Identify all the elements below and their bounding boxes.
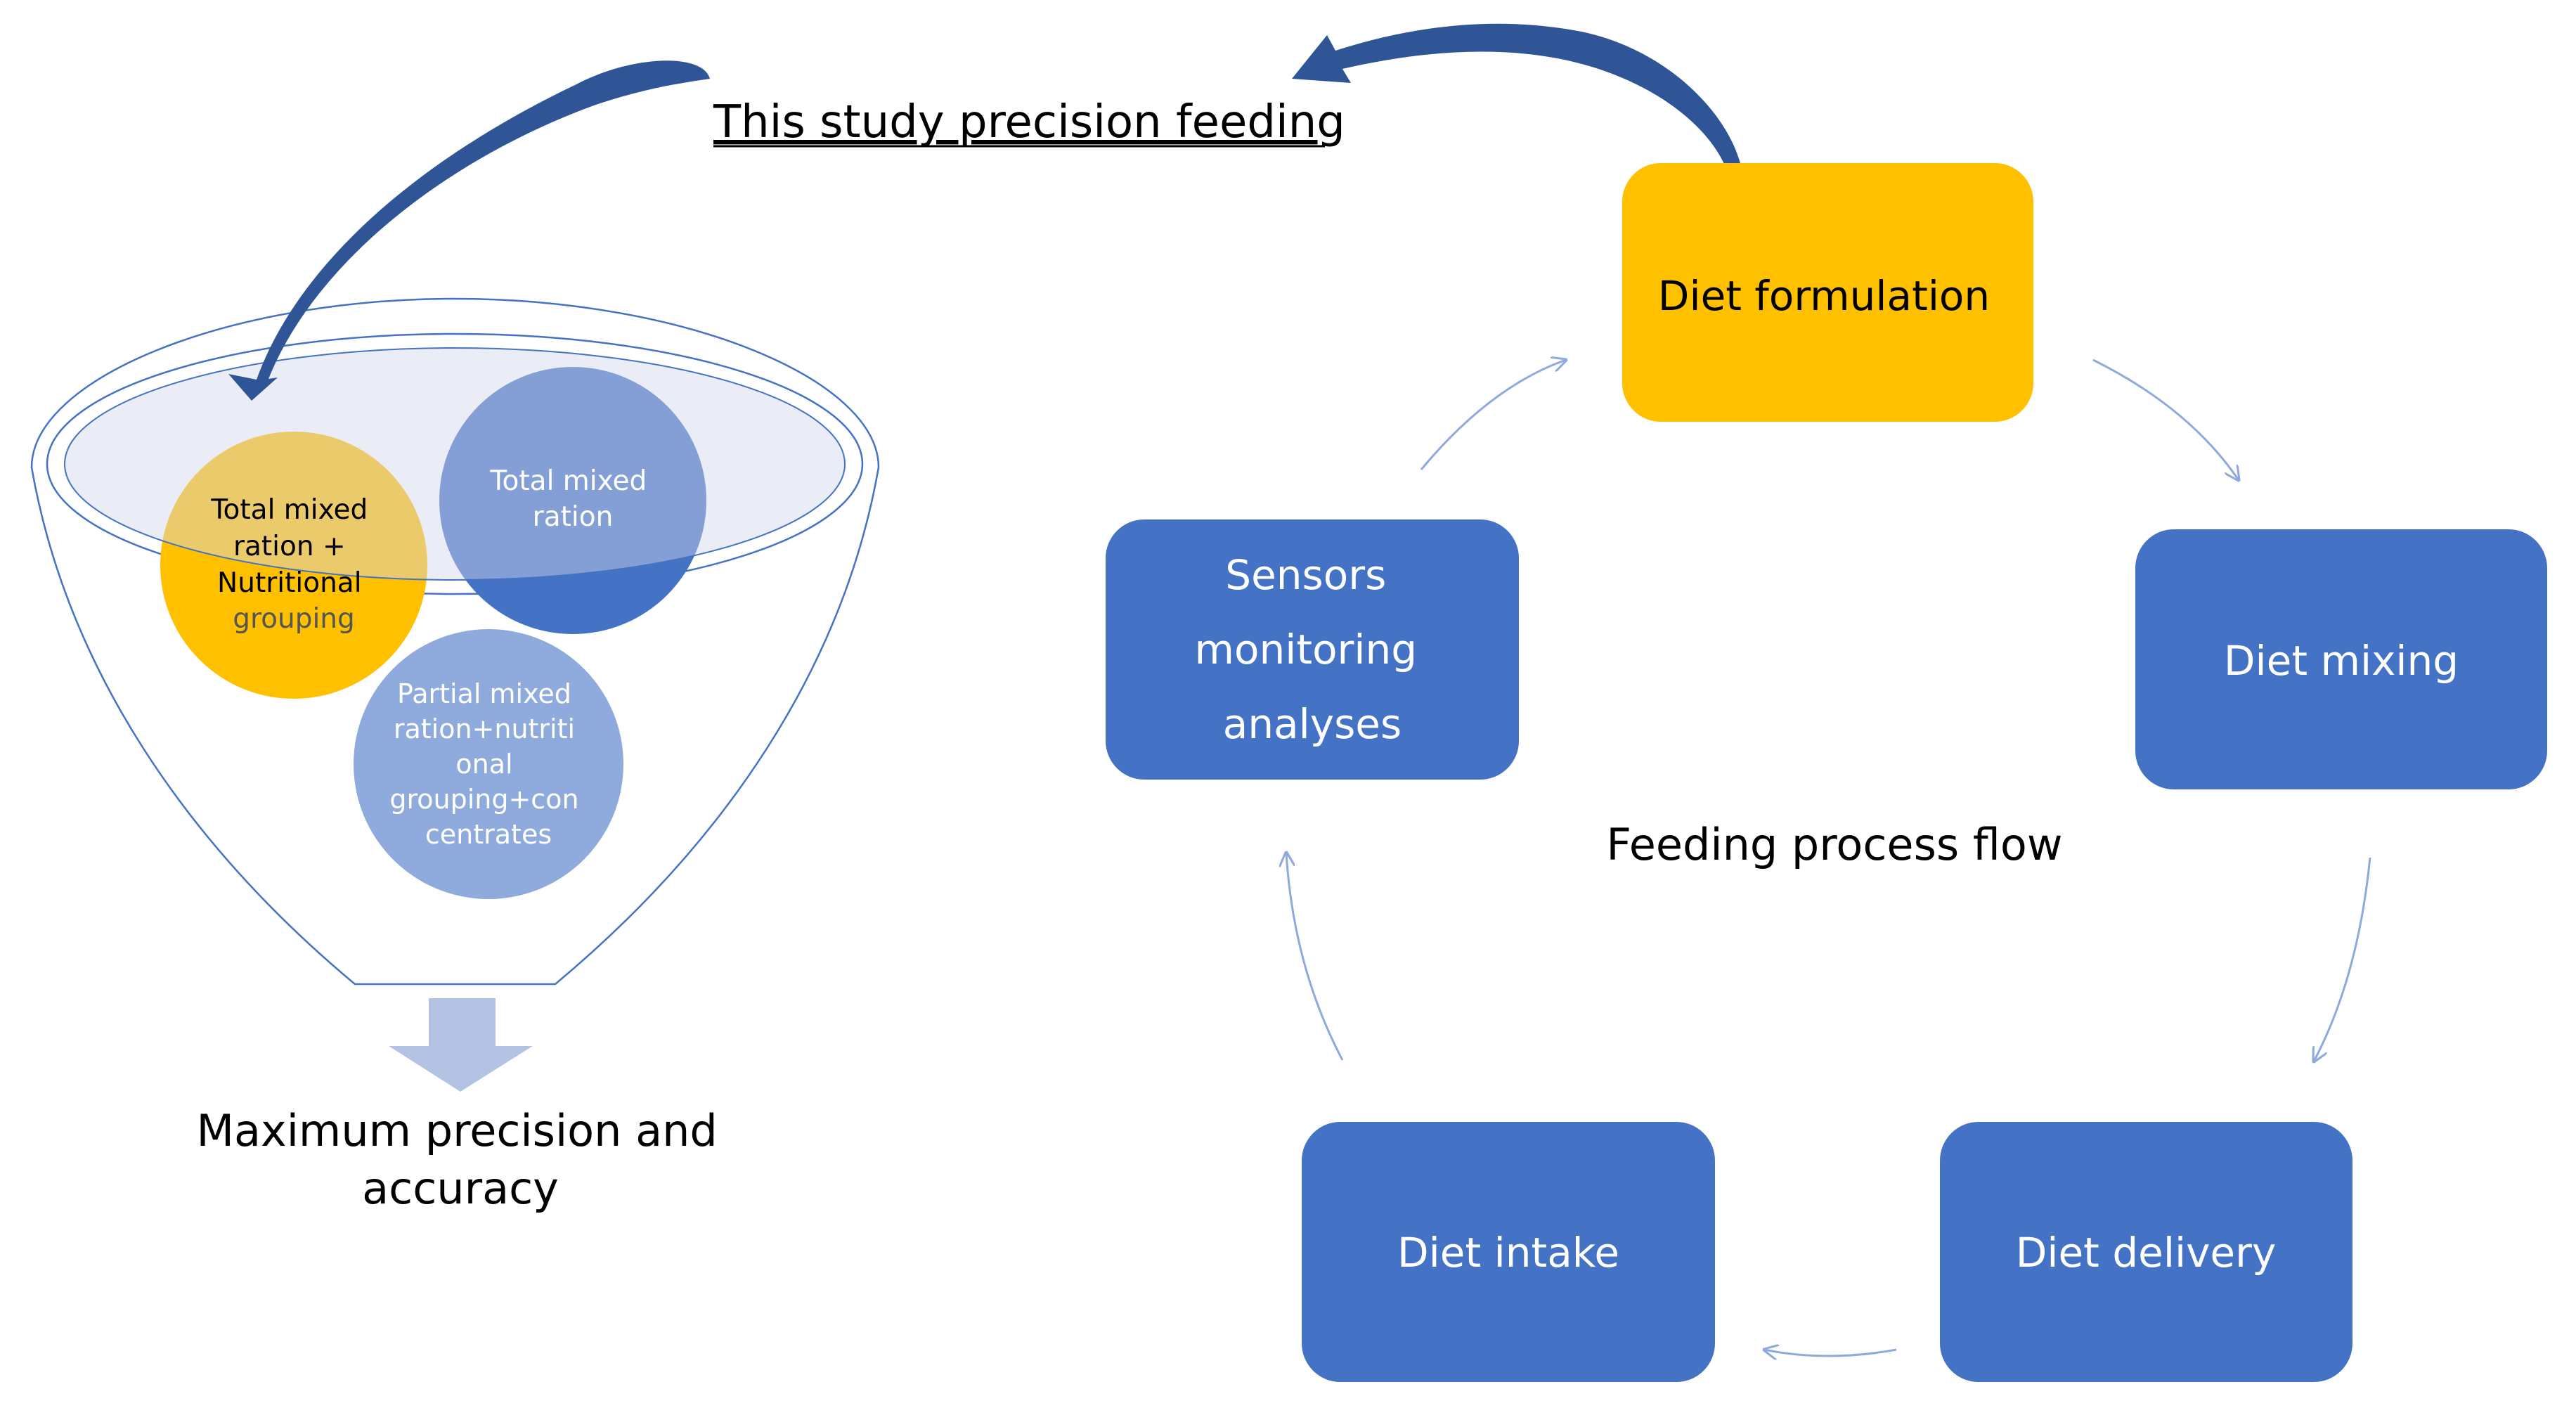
circle-tmr-label: Total mixed ration xyxy=(489,465,655,533)
label-line: analyses xyxy=(1223,700,1402,748)
result-line: Maximum precision and xyxy=(197,1105,718,1156)
result-text: Maximum precision and accuracy xyxy=(197,1105,732,1214)
label-line: Sensors xyxy=(1225,551,1386,599)
result-line: accuracy xyxy=(362,1163,559,1214)
cycle-arrow-mixing-to-delivery xyxy=(2314,857,2371,1061)
step-sensors-label: Sensors monitoring analyses xyxy=(1194,551,1430,748)
step-diet-formulation xyxy=(1622,163,2033,422)
circle-tmr xyxy=(439,367,706,634)
label-line: grouping+con xyxy=(389,784,578,815)
step-sensors-monitoring-analyses xyxy=(1106,519,1519,780)
step-diet-intake-label: Diet intake xyxy=(1397,1229,1619,1277)
label-line: grouping xyxy=(233,603,355,635)
funnel-top-surface xyxy=(64,347,846,581)
funnel-inner-rim xyxy=(46,332,864,595)
label-line: ration xyxy=(533,501,614,533)
label-line: onal xyxy=(455,749,512,780)
step-diet-mixing-label: Diet mixing xyxy=(2224,637,2459,685)
circle-tmr-nutritional-grouping xyxy=(160,432,427,699)
cycle-center-label: Feeding process flow xyxy=(1606,819,2062,870)
funnel xyxy=(30,297,880,986)
label-line: Total mixed xyxy=(210,494,368,526)
circle-tmr-nutritional-grouping-label: Total mixed ration + Nutritional groupin… xyxy=(210,494,376,635)
cycle-arrow-delivery-to-intake xyxy=(1764,1350,1897,1356)
step-diet-formulation-label: Diet formulation xyxy=(1658,272,1990,320)
step-diet-delivery xyxy=(1940,1122,2352,1382)
cycle-arrow-formulation-to-mixing xyxy=(2092,359,2239,480)
curved-arrow-from-formulation xyxy=(1292,23,1742,169)
label-line: ration + xyxy=(233,531,346,562)
down-arrow xyxy=(389,998,533,1092)
circle-pmr-grouping-concentrates xyxy=(354,629,623,899)
cycle-arrow-sensors-to-formulation xyxy=(1420,360,1566,470)
step-diet-delivery-label: Diet delivery xyxy=(2016,1229,2277,1277)
step-diet-mixing xyxy=(2135,529,2547,789)
label-line: Total mixed xyxy=(489,465,647,497)
label-line: Partial mixed xyxy=(397,678,571,709)
cycle-arrow-intake-to-sensors xyxy=(1286,853,1344,1061)
label-line: centrates xyxy=(425,819,552,850)
title-link[interactable]: This study precision feeding xyxy=(713,96,1345,148)
label-line: ration+nutriti xyxy=(394,713,575,744)
label-line: Nutritional xyxy=(217,567,362,599)
circle-pmr-label: Partial mixed ration+nutriti onal groupi… xyxy=(389,678,587,850)
step-diet-intake xyxy=(1302,1122,1715,1382)
label-line: monitoring xyxy=(1194,626,1417,673)
